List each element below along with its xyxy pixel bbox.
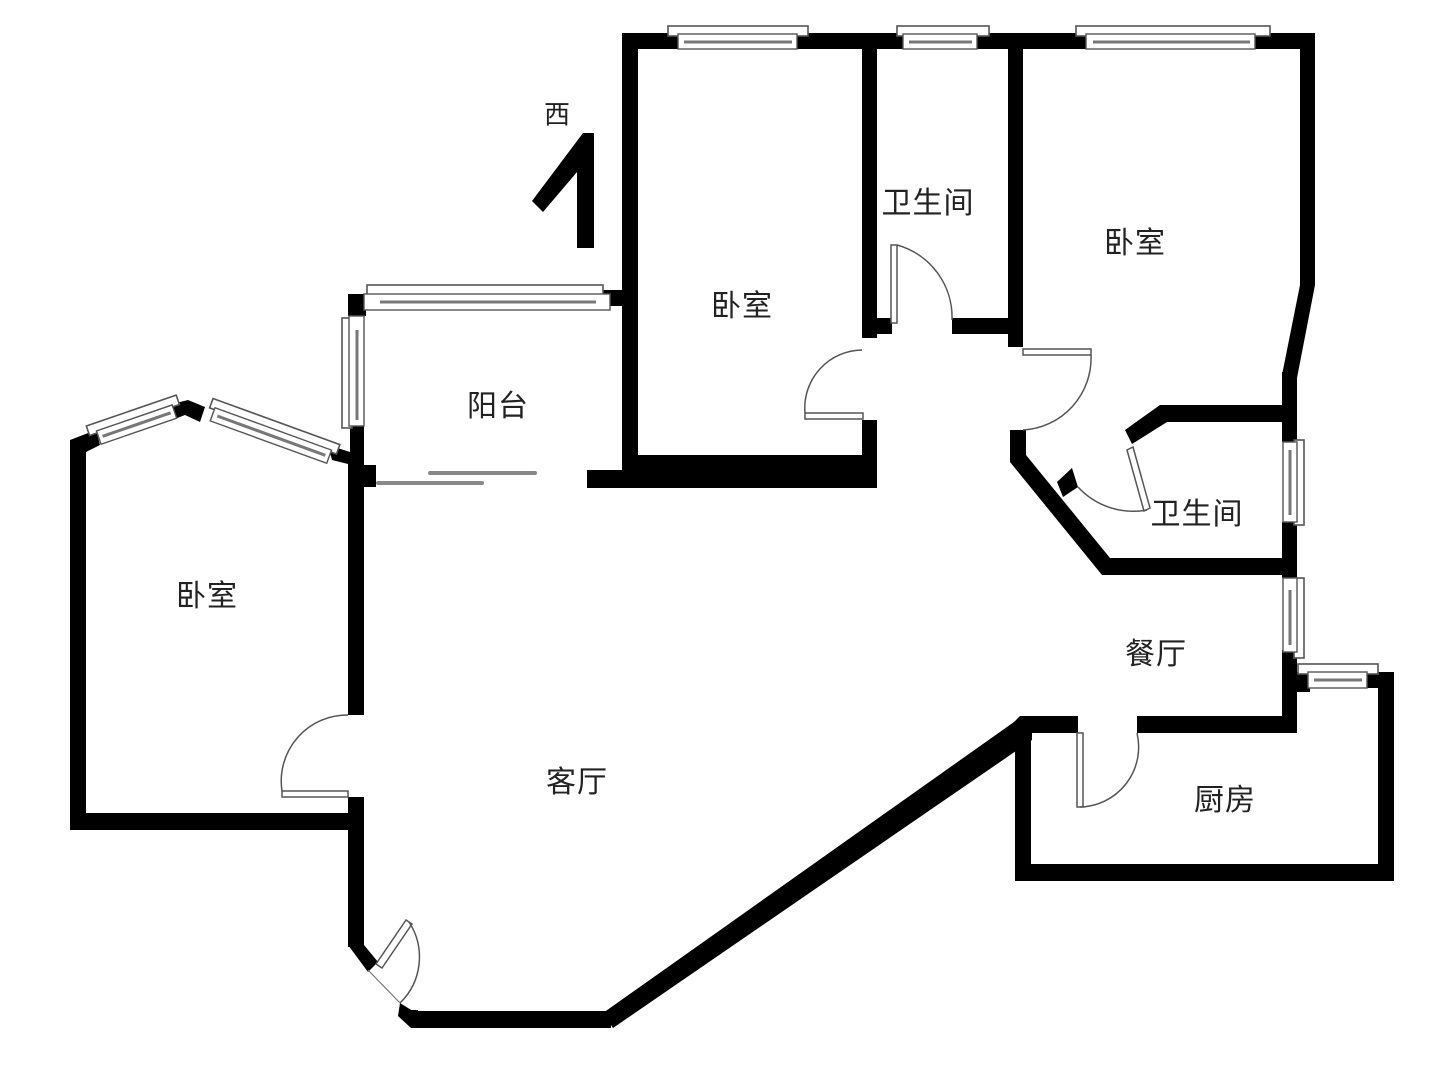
walls	[70, 33, 1394, 1028]
room-label-living-room: 客厅	[546, 765, 608, 800]
window-bathroom-1	[896, 25, 990, 50]
room-label-bedroom-1: 卧室	[711, 289, 773, 324]
window-balcony-top	[363, 284, 611, 311]
door-bathroom-1	[890, 244, 953, 324]
room-label-bathroom-2: 卫生间	[1150, 497, 1244, 532]
room-label-kitchen: 厨房	[1194, 783, 1256, 818]
door-entrance	[367, 918, 421, 1004]
windows	[85, 25, 1379, 689]
compass-direction-label: 西	[543, 100, 571, 131]
room-label-bathroom-1: 卫生间	[881, 186, 975, 221]
doors	[280, 244, 1151, 1004]
window-bathroom-2	[1282, 439, 1305, 526]
window-bedroom-3-right	[208, 397, 341, 465]
window-balcony-left	[341, 315, 365, 429]
north-arrow-icon	[532, 133, 594, 248]
door-kitchen	[1076, 732, 1140, 808]
window-bedroom-3-left	[85, 394, 181, 446]
door-bedroom-2	[1022, 348, 1092, 431]
window-bedroom-2	[1075, 25, 1271, 50]
room-label-dining-room: 餐厅	[1125, 637, 1187, 672]
room-label-bedroom-3: 卧室	[176, 579, 238, 614]
door-bedroom-3	[280, 714, 349, 798]
door-bathroom-2	[1077, 445, 1151, 513]
window-kitchen	[1297, 663, 1379, 689]
window-bedroom-1	[667, 25, 809, 50]
room-label-bedroom-2: 卧室	[1104, 226, 1166, 261]
window-dining	[1282, 577, 1305, 659]
door-bedroom-1	[804, 349, 864, 420]
room-label-balcony: 阳台	[467, 389, 529, 424]
sliding-door-balcony	[376, 471, 537, 485]
